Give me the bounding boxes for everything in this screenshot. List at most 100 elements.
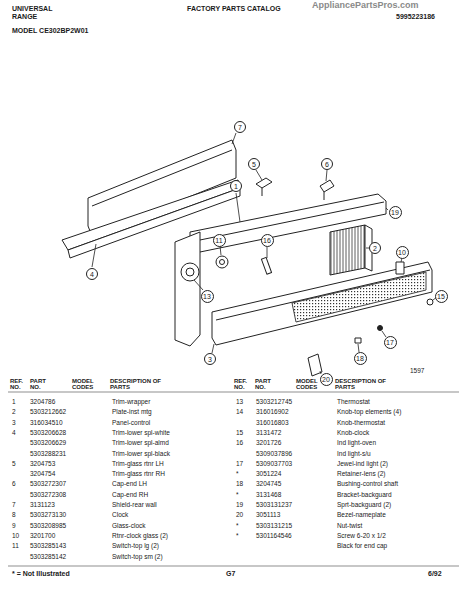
callout-number: 2 [369,242,381,254]
header-text: AppliancePartsPros.com [312,1,419,11]
table-cell: 5303285143 [30,542,66,549]
table-cell: 3131468 [256,491,281,498]
table-cell: 13 [236,398,243,405]
table-cell: 3204753 [30,460,55,467]
table-cell: 3051113 [256,511,280,518]
table-cell: 3131472 [256,429,281,436]
header-text: MODEL CE302BP2W01 [12,27,89,35]
column-heading: DESCRIPTION OF PARTS [110,378,170,391]
table-cell: Black for end cap [337,542,387,549]
indicator-light [261,257,271,274]
table-cell: 14 [236,408,243,415]
footer-text: 6/92 [428,570,442,578]
column-heading: PART NO. [255,378,281,391]
callout-text: 17 [386,339,394,346]
bushing [355,338,361,343]
table-cell: 5303212662 [30,408,66,415]
thermostat-hub [186,268,194,276]
table-cell: 8 [12,511,16,518]
callout-text: 19 [391,209,399,216]
column-heading: PART NO. [30,378,56,391]
callout-text: 18 [356,355,364,362]
clock-plate [330,225,365,275]
table-cell: Trim-glass rtnr RH [112,470,165,477]
table-cell: 5 [12,460,16,467]
callout-number: 13 [201,290,214,303]
callout-number: 1 [230,180,242,192]
table-cell: 5303288231 [30,450,66,457]
callout-text: 4 [90,271,94,278]
switch [396,262,404,274]
callout-number: 7 [234,121,246,133]
callout-text: 2 [373,245,377,252]
table-cell: Panel-control [112,419,150,426]
backguard-post [175,232,200,346]
table-cell: 7 [12,501,16,508]
clock-knob [427,299,433,305]
callout-text: 1 [234,183,238,190]
table-cell: 316034510 [30,419,63,426]
table-cell: 5303272307 [30,480,66,487]
callout-number: 15 [435,290,448,303]
footer-text: * = Not Illustrated [12,570,70,578]
callout-number: 18 [354,352,367,365]
knob-hub [220,260,225,265]
trim-lower [62,180,240,250]
table-cell: 3204754 [30,470,55,477]
table-cell: 5301164546 [256,532,292,539]
knob [216,256,228,268]
glass-retainer-lh [256,178,272,196]
callout-text: 16 [263,237,271,244]
bezel-nameplate [308,354,322,376]
table-cell: Nut-twist [337,522,362,529]
table-cell: 3131123 [30,501,55,508]
table-cell: 2 [12,408,16,415]
callout-text: 3 [208,356,212,363]
table-cell: 5303208985 [30,522,66,529]
table-cell: Knob-clock [337,429,369,436]
thermostat-knob [181,263,199,281]
callout-number: 6 [321,158,333,170]
table-cell: 5303212745 [256,398,292,405]
catalog-title: FACTORY PARTS CATALOG [187,5,281,12]
header-text: RANGE [12,13,37,21]
table-cell: 5303285142 [30,553,66,560]
callout-text: 10 [398,249,406,256]
header-text: UNIVERSAL [12,5,52,13]
table-cell: 5303131215 [256,522,292,529]
callout-number: 4 [86,268,98,280]
table-cell: 15 [236,429,243,436]
table-cell: 1 [12,398,16,405]
table-cell: 316016902 [256,408,289,415]
table-cell: 16 [236,439,243,446]
table-cell: Trim-glass rtnr LH [112,460,164,467]
callout-text: 6 [325,161,329,168]
panel-grid [292,272,426,322]
header-text: 5995223186 [396,13,435,21]
callout-text: 20 [322,376,330,383]
footer-text: G7 [226,570,235,578]
table-cell: 5303206629 [30,439,66,446]
callout-text: 15 [437,293,445,300]
table-cell: Sprt-backguard (2) [337,501,391,508]
table-cell: 5303206628 [30,429,66,436]
table-cell: 3204786 [30,398,55,405]
table-cell: Ind light-oven [337,439,376,446]
table-cell: 17 [236,460,243,467]
table-cell: Plate-inst mtg [112,408,152,415]
table-cell: 5303273130 [30,511,66,518]
panel-edge [216,270,430,320]
table-cell: Screw 6-20 x 1/2 [337,532,386,539]
table-cell: Rtnr-clock glass (2) [112,532,168,539]
table-cell: 5309037896 [256,450,292,457]
callout-number: 16 [261,234,274,247]
table-cell: Shield-rear wall [112,501,157,508]
table-cell: Trim-wrapper [112,398,150,405]
table-cell: * [236,522,239,529]
table-cell: 3201700 [30,532,55,539]
table-cell: 4 [12,429,16,436]
table-cell: Cap-end RH [112,491,148,498]
control-panel [212,262,432,345]
footer-rule [8,566,459,567]
